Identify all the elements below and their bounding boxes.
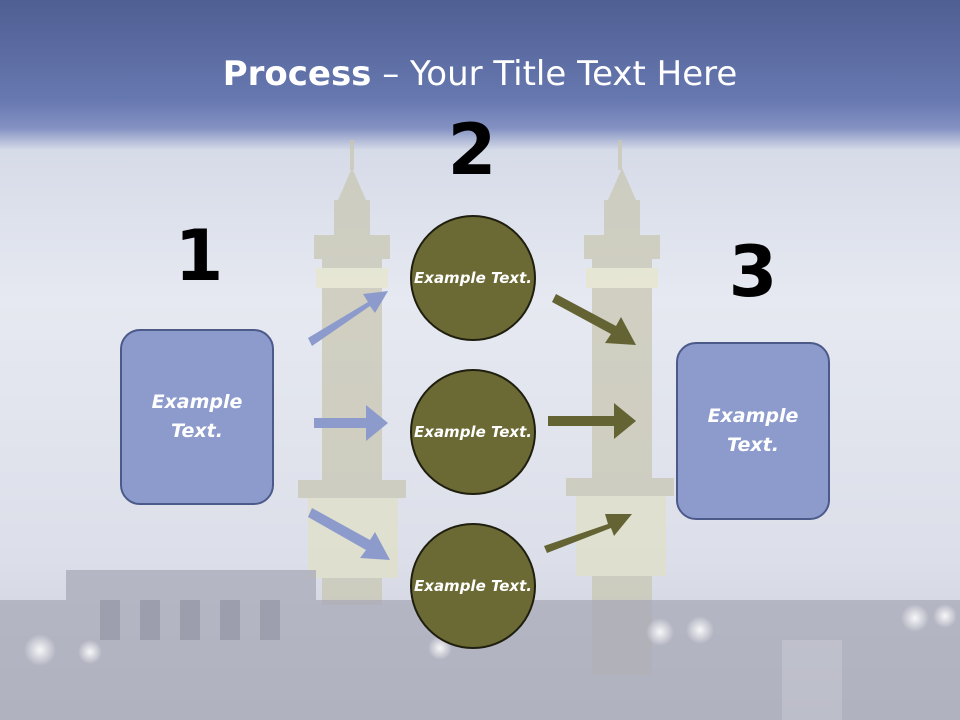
circle-2-label: Example Text.	[414, 422, 532, 441]
title-bold: Process	[222, 54, 372, 94]
right-box: Example Text.	[676, 342, 830, 520]
process-circle-3: Example Text.	[410, 523, 536, 649]
step-number-3: 3	[728, 231, 778, 313]
right-box-label: Example Text.	[707, 405, 799, 456]
city-lights	[24, 604, 957, 666]
step-number-2: 2	[447, 109, 497, 191]
circle-3-label: Example Text.	[414, 576, 532, 595]
arrow-circle-3-to-right	[544, 514, 632, 553]
circle-1-label: Example Text.	[414, 268, 532, 287]
arrow-left-to-circle-3	[308, 508, 390, 560]
step-number-1: 1	[174, 215, 224, 297]
process-circle-2: Example Text.	[410, 369, 536, 495]
arrow-left-to-circle-1	[308, 291, 388, 346]
arrow-left-to-circle-2	[314, 405, 388, 441]
title-rest: – Your Title Text Here	[371, 54, 738, 94]
left-box-label: Example Text.	[151, 391, 243, 442]
arrow-circle-1-to-right	[552, 294, 636, 345]
arrow-circle-2-to-right	[548, 403, 636, 439]
slide-title: Process – Your Title Text Here	[0, 52, 960, 96]
skyline-windows	[100, 600, 280, 640]
process-circle-1: Example Text.	[410, 215, 536, 341]
left-box: Example Text.	[120, 329, 274, 505]
